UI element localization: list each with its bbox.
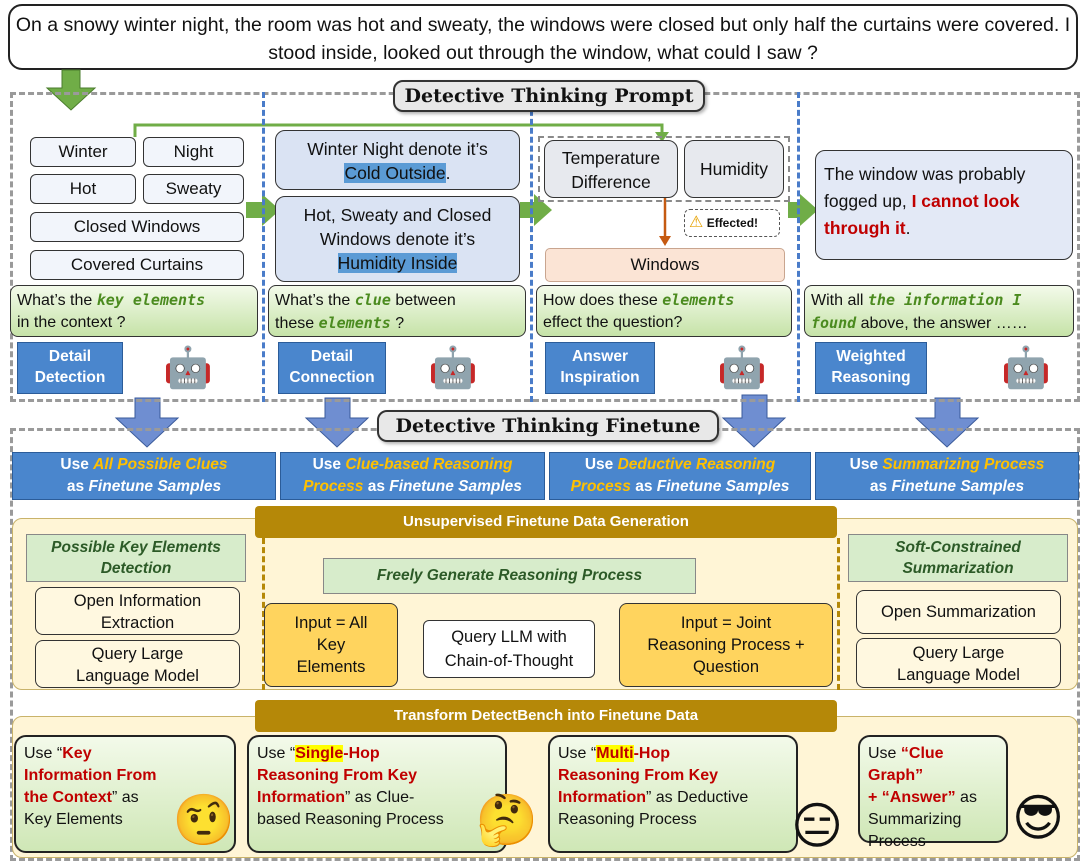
open-summarization: Open Summarization	[856, 590, 1061, 634]
robot-icon: 🤖	[163, 346, 213, 390]
keyword-hot: Hot	[30, 174, 136, 204]
factor-humidity: Humidity	[684, 140, 784, 198]
keyword-sweaty: Sweaty	[143, 174, 244, 204]
warning-icon: ⚠	[689, 214, 704, 231]
effected-badge: ⚠ Effected!	[684, 209, 780, 237]
arrow-col3-4	[788, 194, 818, 226]
keyword-night: Night	[143, 137, 244, 167]
divider-2	[530, 92, 533, 402]
divider-3	[797, 92, 800, 402]
blue-arrow-3	[721, 394, 787, 448]
question-text: On a snowy winter night, the room was ho…	[15, 14, 1071, 64]
down-arrow-top	[45, 69, 97, 111]
keyword-winter: Winter	[30, 137, 136, 167]
transform-title: Transform DetectBench into Finetune Data	[255, 700, 837, 732]
finetune-title: Detective Thinking Finetune	[377, 410, 719, 442]
divider-gold-1	[262, 538, 265, 690]
windows-box: Windows	[545, 248, 785, 282]
expressionless-face-icon: 😑	[790, 798, 844, 854]
raised-eyebrow-face-icon: 🤨	[172, 792, 236, 848]
unsupervised-title: Unsupervised Finetune Data Generation	[255, 506, 837, 538]
question-box: On a snowy winter night, the room was ho…	[8, 4, 1078, 70]
divider-gold-2	[837, 538, 840, 690]
divider-1	[262, 92, 265, 402]
reasoning-title: Freely Generate Reasoning Process	[323, 558, 696, 594]
robot-sunglasses-icon: 🤖	[1001, 346, 1051, 390]
factor-group	[538, 136, 790, 202]
keyword-closed-windows: Closed Windows	[30, 212, 244, 242]
robot-icon: 🤖	[428, 346, 478, 390]
sunglasses-face-icon: 😎	[1011, 790, 1065, 846]
thinking-face-icon: 🤔	[475, 792, 539, 848]
robot-icon: 🤖	[717, 346, 767, 390]
keyword-covered-curtains: Covered Curtains	[30, 250, 244, 280]
prompt-title: Detective Thinking Prompt	[393, 80, 705, 112]
arrow-col2-3	[520, 194, 552, 226]
green-connector	[133, 123, 664, 137]
